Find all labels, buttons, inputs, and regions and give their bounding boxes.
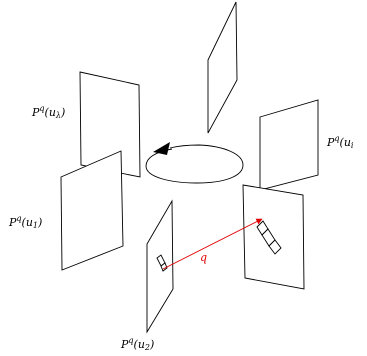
plane-u-1 (60, 150, 124, 271)
rotation-arc (145, 144, 244, 184)
plane-u-i (259, 99, 319, 191)
label-u-i: Pq(ui (326, 134, 354, 150)
plane-top (207, 1, 238, 134)
plane-u-lambda (79, 71, 141, 178)
surface-patch-small (156, 254, 168, 272)
surface-patch-large (256, 220, 282, 255)
q-arrow (162, 218, 263, 270)
plane-u-2 (146, 199, 174, 334)
label-u-2: Pq(u2) (120, 336, 154, 352)
label-u-1: Pq(u1) (8, 214, 42, 230)
label-u-lambda: Pq(uλ) (31, 104, 65, 120)
rotation-arrowhead (153, 142, 170, 155)
q-arrow-label: q (200, 251, 207, 264)
